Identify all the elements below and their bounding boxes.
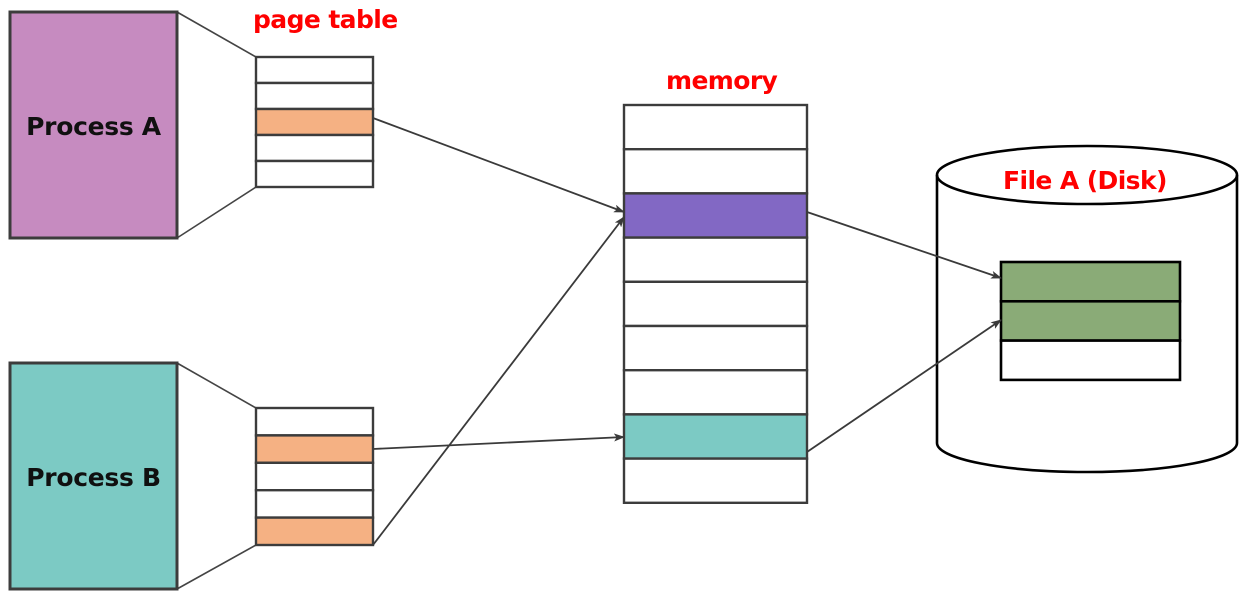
memory-column[interactable] [622, 103, 809, 505]
memory-row-5[interactable] [622, 324, 809, 372]
page-table-b[interactable] [254, 406, 375, 547]
arrow-memory-frame-b-to-disk-block [806, 319, 1002, 453]
page-table-b-row-4-mapped[interactable] [254, 516, 375, 547]
process-b-box[interactable] [8, 361, 179, 591]
page-table-a[interactable] [254, 55, 375, 189]
page-table-b-row-0[interactable] [254, 406, 375, 437]
memory-label: memory [666, 66, 778, 95]
process-b-label: Process B [26, 463, 160, 492]
page-table-b-row-2[interactable] [254, 461, 375, 492]
page-table-a-row-4[interactable] [254, 159, 375, 189]
memory-row-4[interactable] [622, 280, 809, 328]
lead-a-top-line [176, 11, 257, 58]
page-table-label: page table [253, 5, 398, 34]
disk-top-ellipse [935, 144, 1239, 206]
page-table-a-row-0[interactable] [254, 55, 375, 85]
labels-group: page table memory File A (Disk) [253, 5, 1167, 195]
arrow-page-table-b-to-memory-frame-a [372, 216, 625, 546]
page-table-b-row-3[interactable] [254, 489, 375, 519]
lead-b-bottom-line [176, 544, 257, 590]
memory-row-0[interactable] [622, 103, 809, 151]
process-a[interactable]: Process A [8, 10, 179, 240]
disk-cylinder[interactable] [935, 144, 1239, 474]
lead-a-bottom-line [176, 186, 257, 239]
process-a-box[interactable] [8, 10, 179, 240]
arrows-group [372, 117, 1002, 546]
page-table-a-row-2-mapped[interactable] [254, 107, 375, 137]
page-table-b-row-1-mapped[interactable] [254, 434, 375, 464]
lead-b-top-line [176, 362, 257, 409]
memory-row-8[interactable] [622, 457, 809, 505]
memory-row-3[interactable] [622, 236, 809, 284]
memory-row-2-frame-a[interactable] [622, 192, 809, 239]
process-a-label: Process A [26, 112, 162, 141]
arrow-memory-frame-a-to-disk-block [806, 211, 1002, 279]
arrow-page-table-a-to-memory-frame-a [372, 117, 625, 213]
process-b[interactable]: Process B [8, 361, 179, 591]
disk-block[interactable] [999, 260, 1182, 382]
page-table-a-row-3[interactable] [254, 133, 375, 163]
page-table-a-row-1[interactable] [254, 81, 375, 111]
disk-label: File A (Disk) [1003, 166, 1167, 195]
memory-row-6[interactable] [622, 369, 809, 416]
memory-row-7-frame-b[interactable] [622, 413, 809, 460]
disk-body-outline [935, 175, 1239, 474]
arrow-page-table-b-to-memory-frame-b [372, 433, 625, 450]
memory-row-1[interactable] [622, 147, 809, 195]
disk-block-row-0-used[interactable] [999, 260, 1182, 303]
disk-block-row-1-used[interactable] [999, 299, 1182, 342]
lead-lines-group [176, 11, 257, 590]
disk-block-row-2-free[interactable] [999, 339, 1182, 382]
